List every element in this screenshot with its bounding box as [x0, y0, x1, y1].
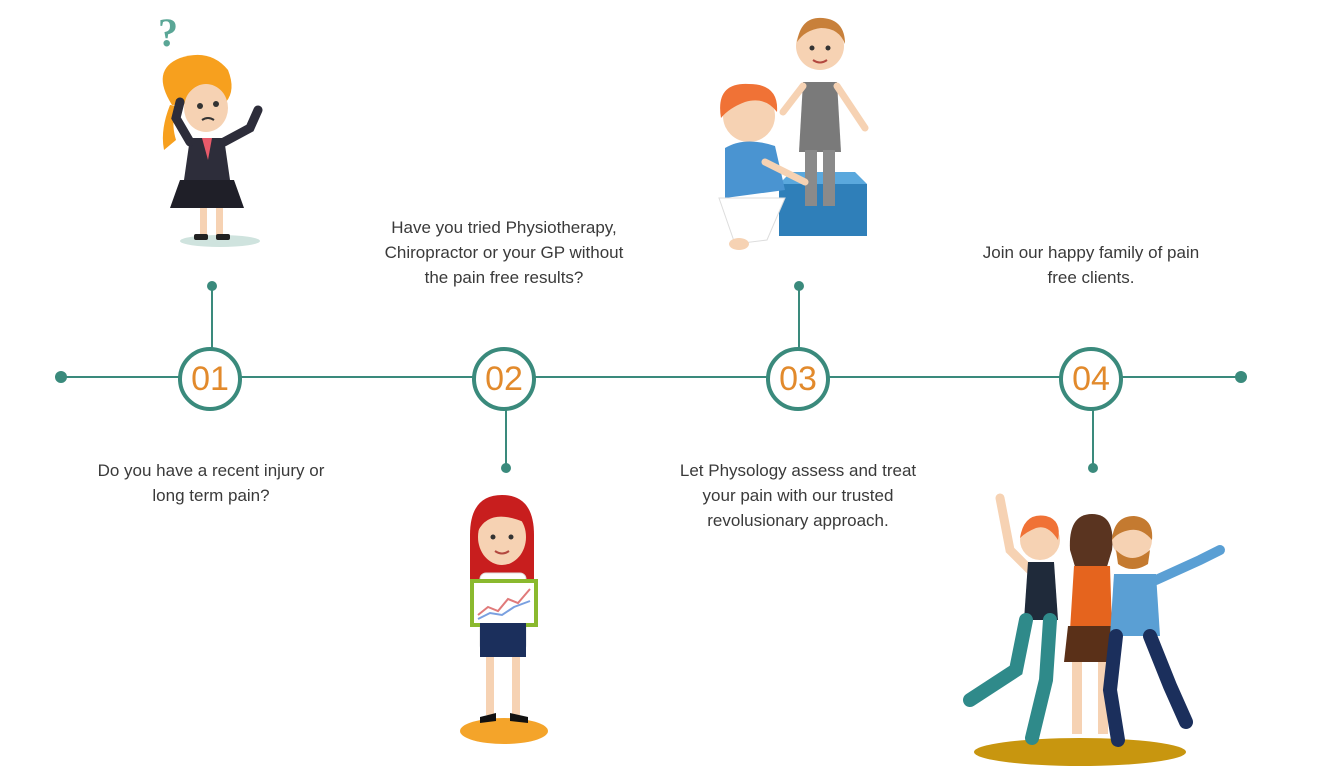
- step-1-circle: 01: [178, 347, 242, 411]
- step-4-caption: Join our happy family of pain free clien…: [982, 243, 1200, 287]
- step-3-stem-dot: [794, 281, 804, 291]
- step-3-stem: [798, 287, 800, 349]
- timeline-line: [61, 376, 1241, 378]
- step-2-caption: Have you tried Physiotherapy, Chiropract…: [384, 218, 624, 287]
- timeline-end-dot: [1235, 371, 1247, 383]
- step-2-stem-dot: [501, 463, 511, 473]
- step-2-circle: 02: [472, 347, 536, 411]
- therapist-with-patient-icon: [718, 17, 869, 250]
- confused-woman-icon: ?: [158, 10, 263, 247]
- step-3-circle: 03: [766, 347, 830, 411]
- happy-group-icon: [963, 493, 1225, 766]
- svg-text:?: ?: [158, 10, 178, 55]
- step-4-stem-dot: [1088, 463, 1098, 473]
- step-3-caption: Let Physology assess and treat your pain…: [679, 461, 917, 530]
- step-1-stem-dot: [207, 281, 217, 291]
- step-4-circle: 04: [1059, 347, 1123, 411]
- woman-with-chart-icon: [460, 495, 548, 744]
- timeline-start-dot: [55, 371, 67, 383]
- step-1-stem: [211, 287, 213, 349]
- step-1-caption: Do you have a recent injury or long term…: [97, 461, 325, 505]
- step-4-stem: [1092, 405, 1094, 465]
- step-2-stem: [505, 405, 507, 465]
